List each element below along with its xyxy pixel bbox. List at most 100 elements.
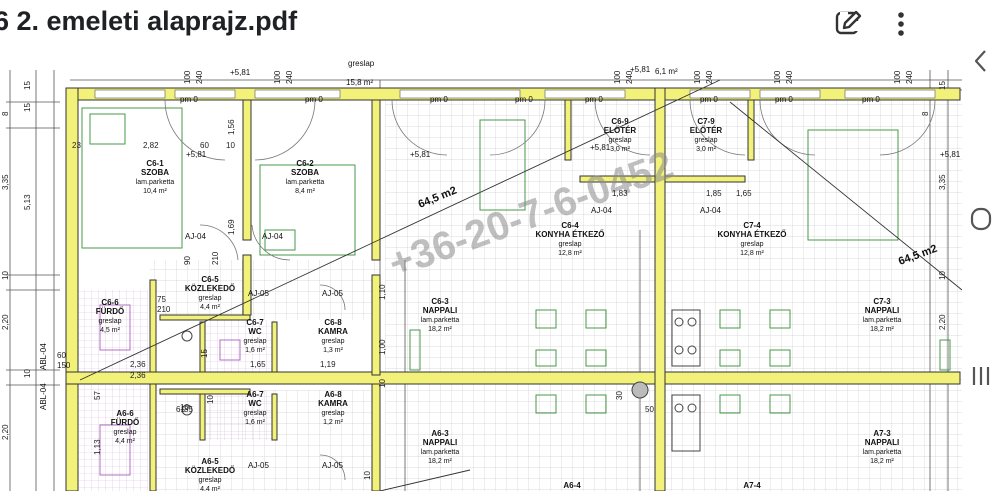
room-area: 1,6 m² [245,419,266,426]
terrace-area: 15,8 m² [346,78,373,87]
dimension-label: 240 [905,70,914,84]
sill-label: pm 0 [515,95,533,104]
room-area: 1,3 m² [323,347,344,354]
dimension-label: 210 [157,305,171,314]
room-name: WC [248,399,262,408]
dimension-label: 5,13 [23,194,32,210]
system-navigation-bar [962,0,1000,491]
room-material: greslap [199,295,222,302]
room-area: 3,0 m² [610,146,631,153]
dimension-label: 2,20 [1,314,10,330]
dimension-label: 1,85 [706,189,722,198]
dimension-label: 10 [1,271,10,280]
room-label: A7-4 [743,481,761,490]
dimension-label: 2,20 [1,424,10,440]
nav-recent-icon[interactable] [967,360,995,392]
room-material: greslap [741,241,764,248]
room-id: A7-3 [873,429,891,438]
room-material: lam.parketta [286,179,325,186]
elevation-label: +5,81 [940,150,961,159]
room-area: 4,4 m² [200,486,221,491]
dimension-label: 1,10 [378,284,387,300]
dimension-label: 2,36 [130,371,146,380]
room-name: KONYHA ÉTKEZŐ [717,230,786,239]
room-material: lam.parketta [863,449,902,456]
dimension-label: 10 [226,141,235,150]
room-material: lam.parketta [421,449,460,456]
dimension-label: 3,35 [938,174,947,190]
dimension-label: 10 [180,403,189,412]
dimension-label: 240 [285,70,294,84]
pencil-edit-icon[interactable] [832,8,866,40]
room-id: A6-6 [116,409,134,418]
more-vert-icon[interactable] [888,8,914,40]
room-name: FÜRDŐ [96,307,124,316]
dimension-label: 8 [921,111,930,116]
sill-label: pm 0 [180,95,198,104]
dimension-label: 1,65 [736,189,752,198]
room-label: A6-4 [563,481,581,490]
room-id: C6-5 [201,275,219,284]
door-label: AJ-04 [700,206,721,215]
room-id: C6-9 [611,117,629,126]
dimension-label: 10 [23,369,32,378]
terrace-material: greslap [348,60,375,68]
room-id: C6-1 [146,159,164,168]
nav-home-icon[interactable] [967,203,995,235]
door-label: AJ-05 [322,461,343,470]
room-material: greslap [322,338,345,345]
room-id: A6-8 [324,390,342,399]
room-material: greslap [199,477,222,484]
door-label: AJ-04 [591,206,612,215]
dimension-label: 240 [625,70,634,84]
room-id: A7-4 [743,481,761,490]
dimension-label: 1,83 [612,189,628,198]
room-id: A6-4 [563,481,581,490]
room-name: SZOBA [141,168,169,177]
room-name: KONYHA ÉTKEZŐ [535,230,604,239]
dimension-label: 1,19 [320,360,336,369]
dimension-label: 90 [183,256,192,265]
dimension-label: 210 [211,251,220,265]
room-area: 12,8 m² [558,250,582,257]
dimension-label: 150 [57,361,71,370]
sill-label: pm 0 [775,95,793,104]
dimension-label: 240 [705,70,714,84]
pdf-viewer[interactable]: 64,5 m2 64,5 m2 pm 0 pm 0 pm 0 pm 0 pm 0… [0,60,962,491]
room-material: greslap [244,410,267,417]
dimension-label: 100 [893,70,902,84]
room-name: ELŐTÉR [604,126,637,135]
dimension-label: 15 [23,103,32,112]
dimension-label: 30 [615,391,624,400]
window-label: ABL-04 [39,383,48,410]
room-area: 18,2 m² [870,326,894,333]
room-material: lam.parketta [863,317,902,324]
dimension-label: 1,13 [93,439,102,455]
dimension-label: 100 [273,70,282,84]
sill-label: pm 0 [862,95,880,104]
dimension-label: 1,65 [250,360,266,369]
elevation-label: +5,81 [230,68,251,77]
room-id: C6-2 [296,159,314,168]
room-name: KAMRA [318,399,348,408]
room-material: lam.parketta [136,179,175,186]
room-name: NAPPALI [423,438,458,447]
nav-back-icon[interactable] [967,45,995,77]
dimension-label: 85 [184,405,193,414]
room-id: C6-7 [246,318,264,327]
room-material: greslap [695,137,718,144]
room-id: C6-8 [324,318,342,327]
room-material: greslap [559,241,582,248]
room-name: NAPPALI [865,306,900,315]
room-id: C7-9 [697,117,715,126]
